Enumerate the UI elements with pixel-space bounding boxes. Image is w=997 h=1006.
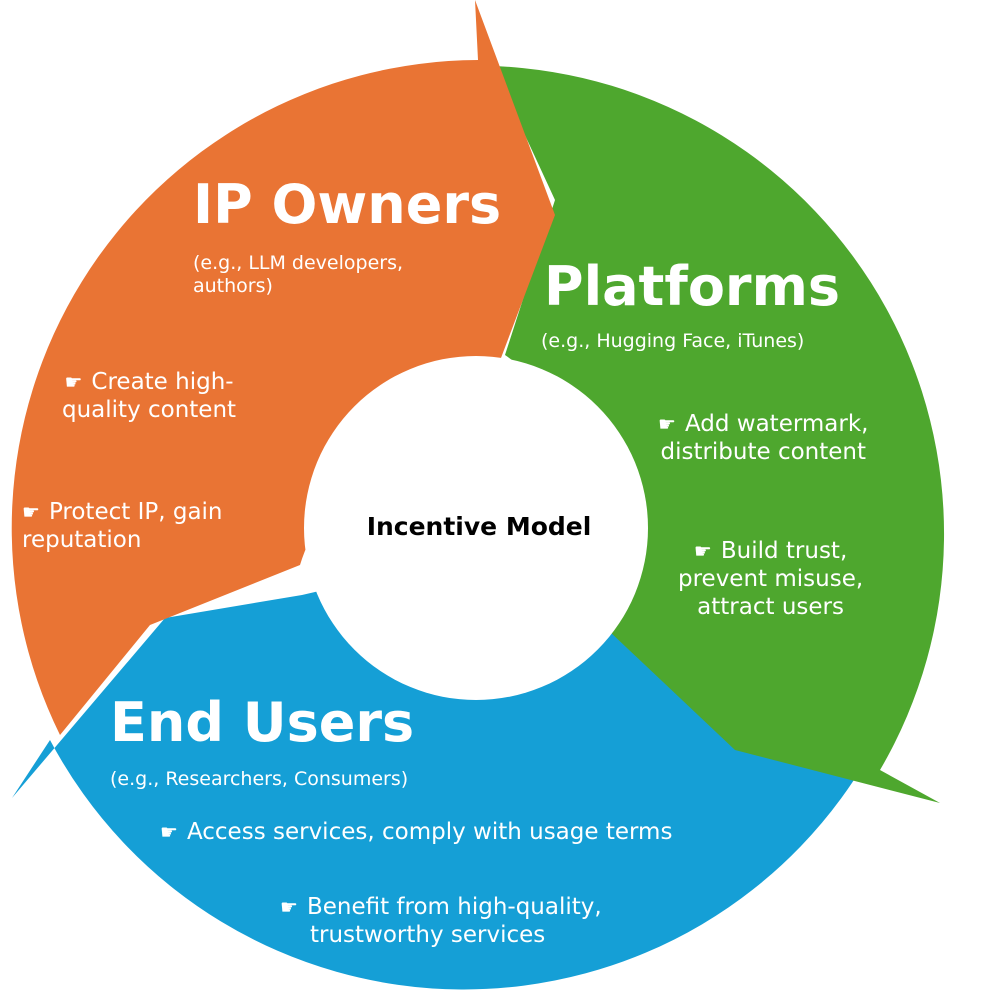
ip-owners-example: (e.g., LLM developers, authors) (193, 252, 404, 298)
ip-owners-bullet-2: ☛Protect IP, gain reputation (22, 499, 223, 554)
center-label: Incentive Model (366, 512, 592, 541)
pointing-hand-icon: ☛ (280, 895, 298, 919)
pointing-hand-icon: ☛ (22, 500, 40, 524)
ip-owners-segment (11, 0, 556, 735)
end-users-bullet-1: ☛Access services, comply with usage term… (160, 819, 673, 845)
ip-owners-bullet-1: ☛Create high- quality content (62, 369, 237, 424)
pointing-hand-icon: ☛ (693, 539, 712, 563)
end-users-bullet-2: ☛Benefit from high-quality, trustworthy … (280, 894, 602, 949)
pointing-hand-icon: ☛ (64, 370, 83, 394)
center-hole (304, 356, 648, 700)
pointing-hand-icon: ☛ (658, 412, 676, 436)
ip-owners-title: IP Owners (193, 173, 502, 236)
platforms-bullet-1: ☛Add watermark, distribute content (658, 411, 869, 466)
platforms-title: Platforms (544, 255, 840, 318)
platforms-bullet-2: ☛Build trust, prevent misuse, attract us… (678, 538, 864, 621)
platforms-example: (e.g., Hugging Face, iTunes) (541, 330, 805, 352)
end-users-title: End Users (110, 691, 415, 754)
pointing-hand-icon: ☛ (160, 820, 178, 844)
end-users-example: (e.g., Researchers, Consumers) (110, 768, 409, 790)
